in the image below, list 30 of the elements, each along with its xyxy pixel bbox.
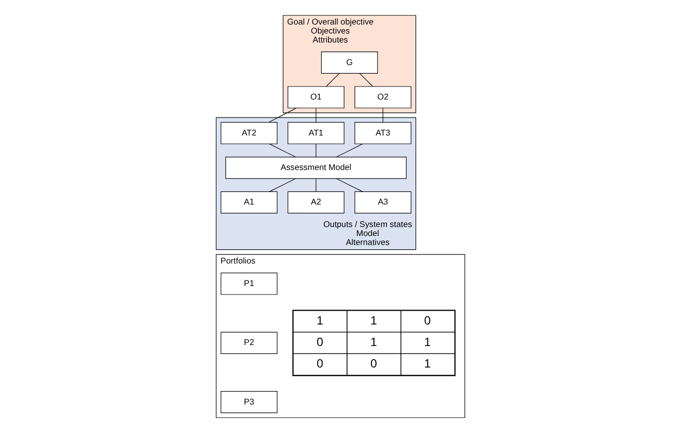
label: 1	[370, 334, 378, 349]
node-box: P1	[220, 272, 278, 295]
connector	[268, 108, 297, 123]
connector	[359, 73, 374, 87]
label: 0	[424, 313, 431, 328]
connector	[326, 73, 340, 87]
label: 1	[424, 356, 431, 370]
node-box: A3	[354, 191, 412, 214]
node-box: G	[321, 52, 378, 74]
node-box: A1	[220, 191, 278, 214]
node-box: O1	[288, 86, 344, 108]
label: 1	[370, 313, 378, 328]
node-box: AT1	[288, 122, 344, 144]
label: 1	[316, 313, 324, 328]
label: 1	[424, 334, 431, 349]
node-box: P3	[220, 391, 278, 414]
node-box: Assessment Model	[225, 156, 407, 179]
node-box: P2	[220, 332, 278, 354]
connector	[336, 178, 363, 192]
connector	[382, 108, 384, 123]
label: 0	[370, 356, 378, 370]
connector	[269, 178, 296, 192]
connector	[336, 144, 363, 158]
label: 0	[316, 334, 324, 349]
connector	[269, 144, 296, 158]
label: 0	[316, 356, 324, 370]
node-box: O2	[354, 86, 412, 108]
node-box: AT3	[354, 122, 412, 144]
node-box: A2	[288, 191, 344, 214]
node-box: AT2	[220, 122, 278, 144]
